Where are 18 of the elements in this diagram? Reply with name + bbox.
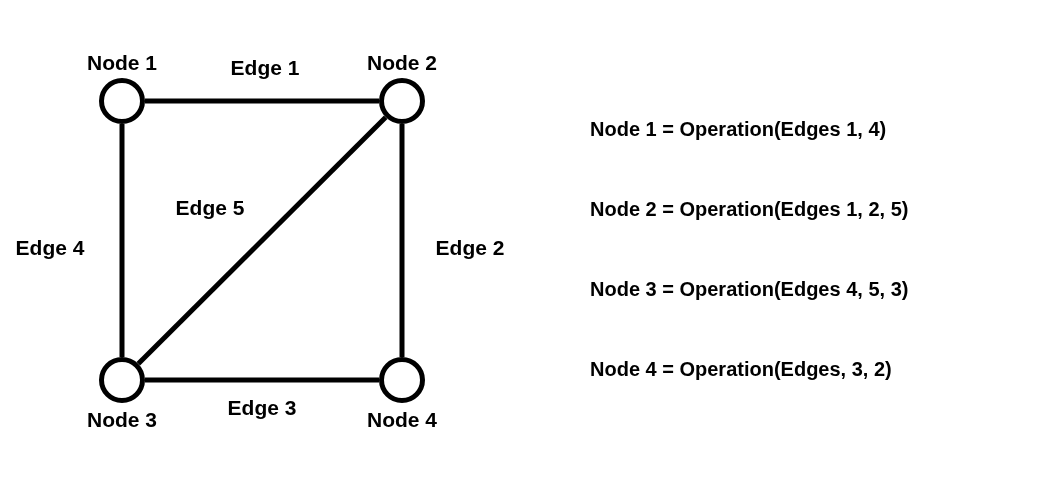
edge-label: Edge 1 — [230, 56, 300, 80]
edge-line — [136, 115, 388, 366]
node-label: Node 4 — [367, 408, 437, 432]
edge-label: Edge 3 — [227, 396, 297, 420]
node-label: Node 3 — [87, 408, 157, 432]
equation-text: Node 3 = Operation(Edges 4, 5, 3) — [590, 278, 909, 301]
edge-line — [145, 98, 379, 104]
equation-text: Node 1 = Operation(Edges 1, 4) — [590, 118, 887, 141]
node-label: Node 2 — [367, 51, 437, 75]
edge-label: Edge 5 — [175, 196, 245, 220]
edge-line — [399, 124, 405, 357]
edge-line — [119, 124, 125, 357]
edge-line — [145, 377, 379, 383]
equation-text: Node 4 = Operation(Edges, 3, 2) — [590, 358, 892, 381]
edge-label: Edge 2 — [435, 236, 505, 260]
edge-label: Edge 4 — [15, 236, 85, 260]
equation-text: Node 2 = Operation(Edges 1, 2, 5) — [590, 198, 909, 221]
node-label: Node 1 — [87, 51, 157, 75]
